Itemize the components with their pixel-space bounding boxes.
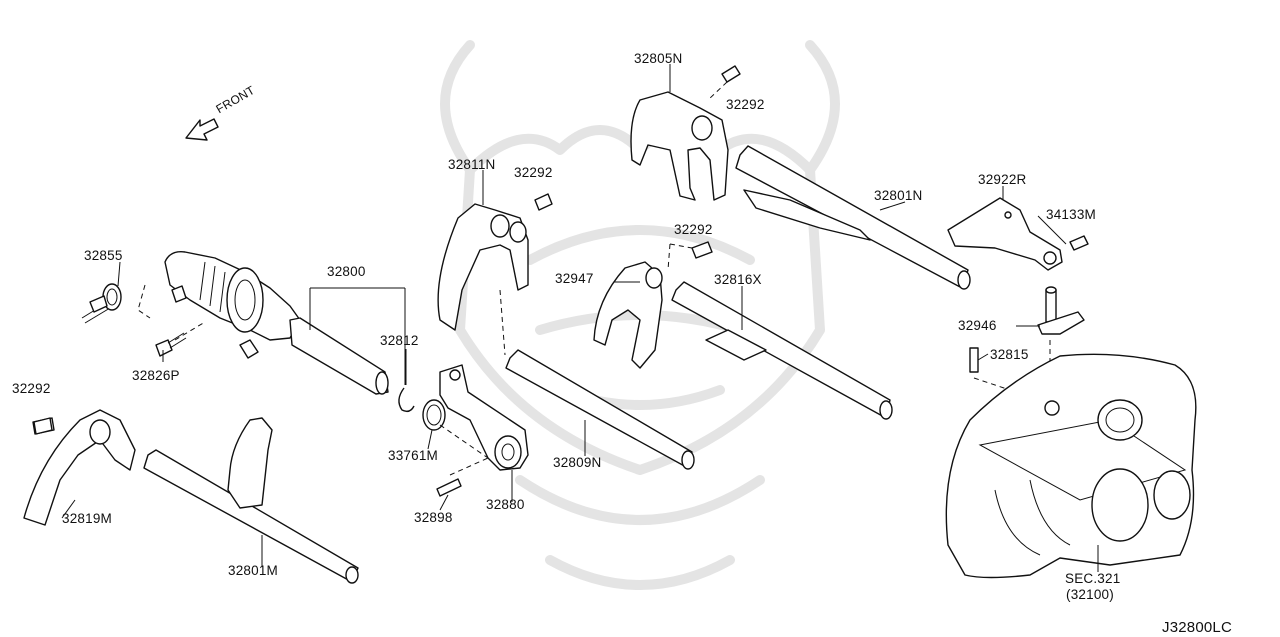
bolt-32826P [155,321,206,357]
front-arrow [185,118,219,141]
pin-32292-mid [534,193,553,211]
label-32898[interactable]: 32898 [414,510,453,525]
label-32922R[interactable]: 32922R [978,172,1027,187]
snap-ring-32812 [398,387,415,413]
label-32946[interactable]: 32946 [958,318,997,333]
shift-rod-32801N [735,145,971,290]
label-32801N[interactable]: 32801N [874,188,923,203]
bracket-32880 [439,364,529,476]
label-32947[interactable]: 32947 [555,271,594,286]
label-32855[interactable]: 32855 [84,248,123,263]
label-32880[interactable]: 32880 [486,497,525,512]
lever-32946 [1037,286,1085,368]
label-32292-upper[interactable]: 32292 [726,97,765,112]
label-32819M[interactable]: 32819M [62,511,112,526]
label-32815[interactable]: 32815 [990,347,1029,362]
shift-rod-32816X [671,281,893,420]
pin-34133M [1069,235,1089,251]
label-32809N[interactable]: 32809N [553,455,602,470]
label-32811N[interactable]: 32811N [448,157,496,172]
pin-32292-upper [707,65,741,101]
label-32812[interactable]: 32812 [380,333,419,348]
label-32292-left[interactable]: 32292 [12,381,51,396]
label-sec-32100[interactable]: (32100) [1066,587,1114,602]
fork-32811N [437,203,529,356]
label-32801M[interactable]: 32801M [228,563,278,578]
shift-rod-32801M [143,417,359,584]
fork-32947 [593,261,663,369]
pin-32292-left [33,417,53,435]
label-32292-right[interactable]: 32292 [674,222,713,237]
ring-33761M [422,399,446,431]
label-34133M[interactable]: 34133M [1046,207,1096,222]
label-32805N[interactable]: 32805N [634,51,683,66]
leader-lines [61,64,1067,567]
transmission-case [945,353,1197,579]
label-32292-mid[interactable]: 32292 [514,165,553,180]
striking-rod-32800 [164,251,389,395]
label-sec-321[interactable]: SEC.321 [1065,571,1121,586]
label-32816X[interactable]: 32816X [714,272,762,287]
label-32826P[interactable]: 32826P [132,368,180,383]
pin-32292-right [667,241,713,271]
bracket-32922R [947,197,1063,271]
shift-rod-32809N [505,349,695,470]
pin-32898 [436,478,462,497]
label-33761M[interactable]: 33761M [388,448,438,463]
clip-32855 [81,283,151,324]
label-32800[interactable]: 32800 [327,264,366,279]
fork-32805N [630,91,729,201]
diagram-code: J32800LC [1162,619,1232,636]
